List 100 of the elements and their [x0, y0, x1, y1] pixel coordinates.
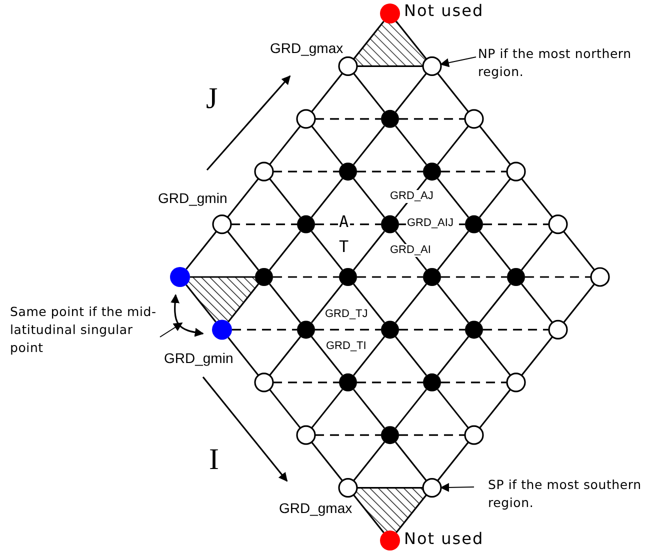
grid-line	[436, 178, 470, 218]
grid-line	[478, 230, 512, 270]
double-arrow	[170, 294, 204, 337]
index-label: GRD_gmax	[279, 500, 352, 516]
grid-point	[464, 425, 484, 445]
grid-line	[394, 72, 428, 112]
grid-point	[381, 110, 399, 128]
index-label: GRD_gmin	[164, 350, 234, 366]
grid-line	[190, 276, 255, 278]
grid-line	[352, 494, 384, 534]
axis-letter: J	[206, 82, 218, 116]
grid-line	[226, 230, 260, 270]
grid-line	[436, 72, 470, 112]
grid-line	[436, 336, 470, 376]
grid-point	[255, 268, 273, 286]
grid-point	[339, 268, 357, 286]
grid-point	[254, 372, 274, 392]
grid-point	[423, 162, 441, 181]
grid-point	[590, 267, 610, 287]
grid-line	[226, 178, 260, 218]
dashed-grid-line	[399, 118, 465, 120]
dashed-grid-line	[357, 170, 423, 172]
grid-label: GRD_TJ	[325, 308, 368, 321]
dashed-grid-line	[315, 434, 381, 436]
grid-line	[310, 72, 344, 112]
grid-point	[170, 267, 190, 287]
grid-line	[268, 284, 302, 324]
grid-line	[394, 442, 428, 482]
grid-line	[352, 230, 386, 270]
grid-line	[310, 284, 344, 324]
dashed-grid-line	[483, 328, 549, 330]
grid-line	[310, 178, 344, 218]
grid-line	[436, 284, 470, 324]
dashed-grid-line	[273, 382, 339, 384]
dashed-grid-line	[357, 382, 423, 384]
grid-line	[478, 336, 512, 376]
index-label: GRD_gmin	[158, 190, 228, 206]
grid-line	[562, 284, 596, 324]
grid-line	[268, 336, 302, 376]
grid-line	[352, 72, 386, 112]
grid-point	[423, 373, 441, 392]
grid-label: GRD_AIJ	[406, 217, 454, 230]
dashed-grid-line	[441, 276, 507, 278]
grid-line	[436, 125, 470, 166]
grid-line	[352, 388, 386, 429]
dashed-grid-line	[441, 382, 507, 384]
grid-line	[352, 125, 386, 166]
dashed-grid-line	[231, 224, 297, 226]
dashed-grid-line	[315, 224, 381, 226]
grid-point	[254, 162, 274, 182]
grid-line	[520, 230, 554, 270]
grid-point	[548, 320, 568, 340]
grid-line	[352, 442, 386, 482]
dashed-grid-line	[273, 170, 339, 172]
leader-arrow	[440, 482, 474, 492]
leader-arrow	[160, 322, 183, 338]
grid-label: GRD_AJ	[389, 190, 434, 203]
grid-point	[507, 268, 525, 286]
grid-point	[339, 373, 357, 392]
grid-point	[464, 109, 484, 129]
grid-line	[394, 284, 428, 324]
grid-line	[520, 284, 554, 324]
dashed-grid-line	[399, 434, 465, 436]
grid-line	[228, 284, 260, 322]
grid-line	[352, 178, 386, 218]
dashed-grid-line	[399, 328, 465, 330]
grid-line	[228, 337, 260, 376]
dashed-grid-line	[441, 170, 507, 172]
grid-point	[506, 162, 526, 182]
node-caption: Not used	[404, 530, 484, 548]
grid-point	[506, 372, 526, 392]
grid-point	[422, 478, 442, 498]
grid-line	[478, 178, 512, 218]
grid-line	[352, 20, 384, 60]
grid-point	[212, 320, 232, 340]
grid-line	[436, 442, 470, 482]
grid-line	[357, 487, 423, 489]
grid-line	[310, 442, 344, 482]
grid-point	[465, 320, 483, 339]
grid-line	[396, 494, 428, 534]
grid-point	[338, 56, 358, 76]
grid-label: GRD_TI	[326, 340, 366, 353]
grid-line	[396, 20, 428, 60]
grid-point	[548, 214, 568, 234]
grid-point	[296, 109, 316, 129]
grid-line	[352, 336, 386, 376]
grid-line	[478, 284, 512, 324]
grid-line	[352, 284, 386, 324]
grid-line	[268, 125, 302, 166]
node-caption: Not used	[404, 2, 484, 20]
grid-line	[186, 284, 216, 322]
grid-point	[381, 215, 399, 234]
grid-line	[478, 388, 512, 429]
grid-point	[339, 162, 357, 181]
grid-point	[381, 426, 399, 444]
grid-point	[380, 4, 400, 24]
cell-letter: T	[339, 238, 349, 256]
grid-point	[297, 320, 315, 339]
grid-point	[296, 425, 316, 445]
grid-line	[478, 125, 512, 166]
